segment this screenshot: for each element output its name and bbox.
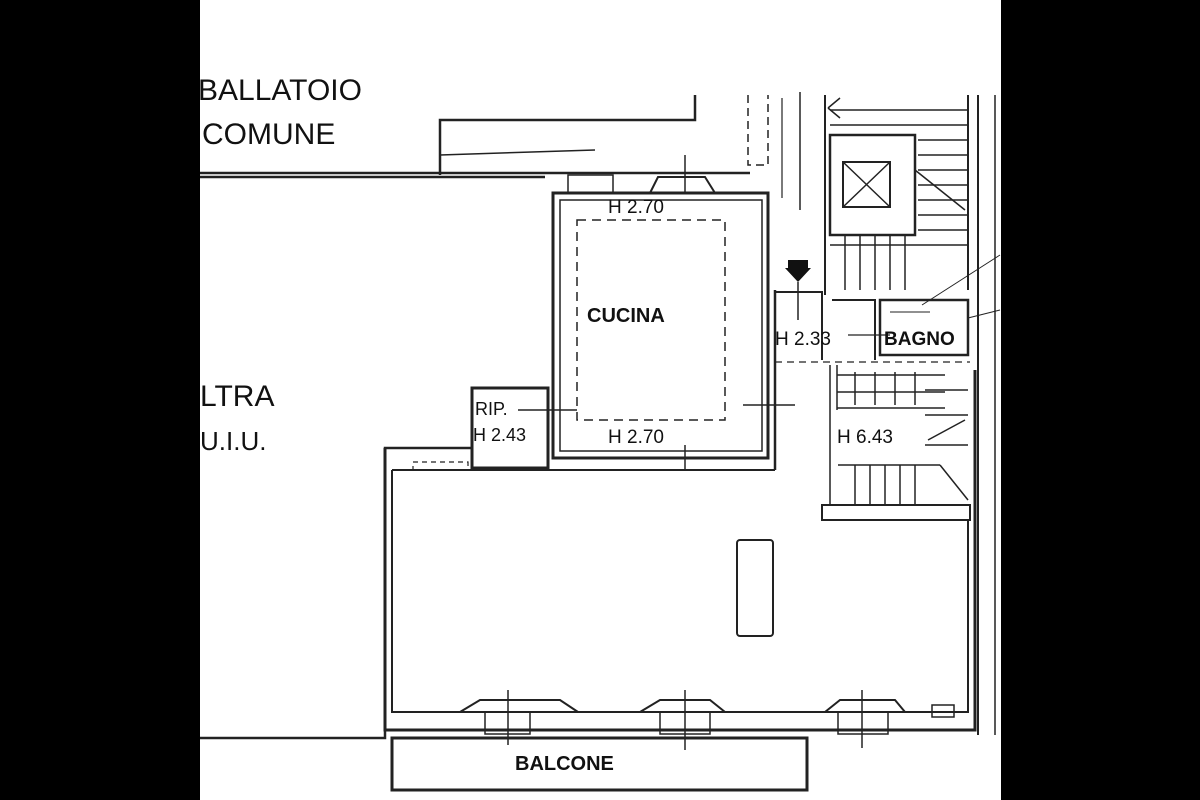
- stair-height: H 6.43: [837, 427, 893, 448]
- ripostiglio-room: [470, 386, 550, 470]
- balcone-label: BALCONE: [515, 753, 614, 775]
- comune-label: COMUNE: [202, 118, 335, 151]
- cucina-height-bottom: H 2.70: [608, 427, 664, 448]
- cucina-height-top: H 2.70: [608, 197, 664, 218]
- soggiorno-room: [383, 225, 977, 750]
- entrance-arrow-icon: [785, 260, 811, 282]
- floor-plan-drawing: BALLATOIO COMUNE LTRA U.I.U. CUCINA H 2.…: [200, 74, 1001, 792]
- ballatoio-label: BALLATOIO: [200, 74, 362, 107]
- ingresso-height: H 2.33: [775, 329, 831, 350]
- furniture-block: [736, 539, 774, 637]
- uiu-label: U.I.U.: [200, 426, 266, 456]
- rip-label: RIP.: [475, 399, 508, 419]
- altra-label: LTRA: [200, 380, 274, 413]
- balcone-area: [390, 736, 809, 792]
- ingresso-area: [775, 282, 970, 363]
- stair-core: [781, 92, 996, 735]
- stair-treads-icon: [827, 97, 969, 505]
- bagno-label: BAGNO: [884, 329, 955, 350]
- ballatoio-walls: [200, 95, 769, 179]
- elevator-shaft-icon: [842, 161, 891, 208]
- rip-height: H 2.43: [473, 425, 526, 445]
- altra-uiu-outline: [200, 446, 472, 740]
- bagno-room: [878, 254, 1001, 357]
- floor-plan-sheet: BALLATOIO COMUNE LTRA U.I.U. CUCINA H 2.…: [200, 0, 1001, 800]
- cucina-label: CUCINA: [587, 305, 665, 327]
